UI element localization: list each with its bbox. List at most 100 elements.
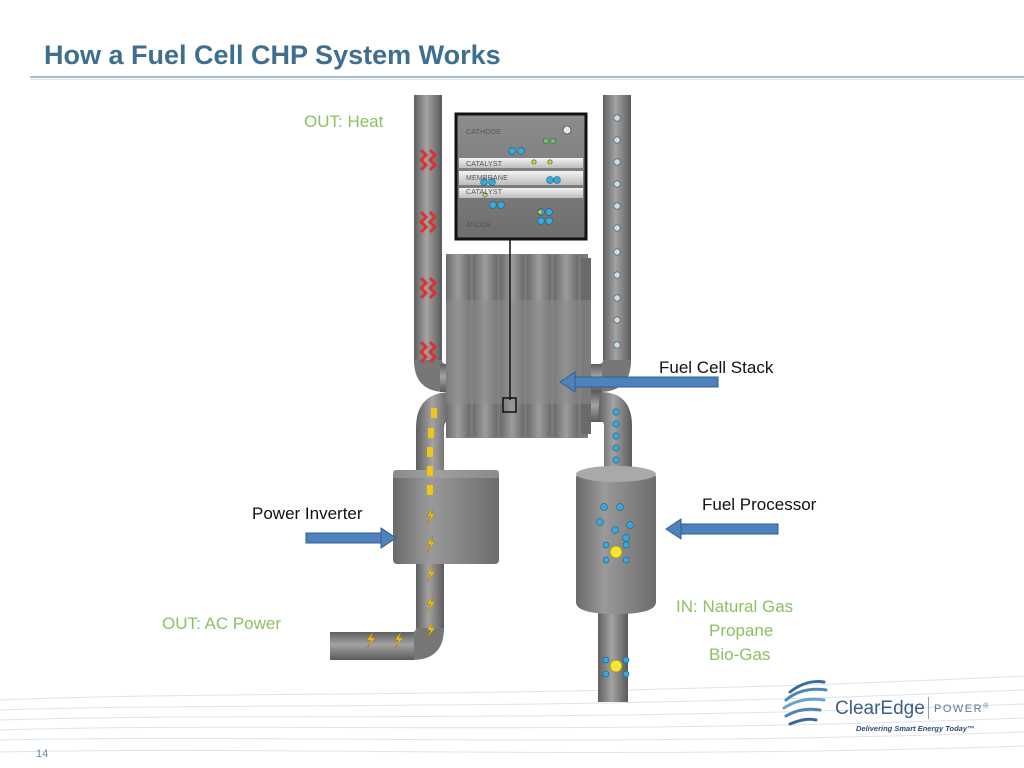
power-bolt	[366, 631, 376, 649]
heat-pipe	[414, 95, 452, 392]
power-bolts	[366, 408, 437, 649]
anode-label: ANODE	[466, 222, 492, 229]
molecule-dot	[613, 114, 621, 122]
heat-symbol	[418, 276, 438, 300]
molecule-dot	[612, 408, 620, 416]
molecule-dot	[613, 180, 621, 188]
clearedge-logo-icon	[782, 680, 828, 726]
molecule-dot	[489, 201, 497, 209]
molecule-dot	[537, 209, 543, 215]
molecule-dot	[537, 217, 545, 225]
molecule-dot	[543, 138, 549, 144]
molecule-dot	[622, 534, 630, 542]
out-ac-power-label: OUT: AC Power	[162, 614, 282, 633]
molecule-dot	[596, 518, 604, 526]
molecule-dot	[546, 176, 554, 184]
molecule-dot	[602, 656, 610, 664]
logo-name: ClearEdge	[835, 698, 925, 719]
methane-molecule	[609, 545, 623, 559]
molecule-dot	[482, 192, 488, 198]
molecule-dot	[613, 316, 621, 324]
molecule-dot	[602, 541, 610, 549]
heat-symbol	[418, 210, 438, 234]
arrow-power-inverter	[305, 527, 397, 549]
logo-separator	[928, 697, 929, 719]
power-bolt	[394, 631, 404, 649]
logo-power-text: POWER	[934, 703, 984, 715]
power-inverter-label: Power Inverter	[252, 504, 363, 523]
background-waves	[0, 675, 1024, 753]
power-bolt	[426, 507, 436, 525]
molecule-dot	[508, 147, 516, 155]
molecule-dot	[497, 201, 505, 209]
arrow-fuel-processor	[665, 518, 779, 540]
molecule-dot	[545, 208, 553, 216]
fuel-processor-cylinder	[576, 466, 656, 614]
molecule-dot	[531, 159, 537, 165]
power-dash	[427, 485, 433, 495]
molecule-dot	[550, 138, 556, 144]
molecule-dot	[553, 176, 561, 184]
page-number: 14	[36, 748, 49, 760]
molecule-dot	[612, 444, 620, 452]
molecule-dot	[612, 456, 620, 464]
slide-title: How a Fuel Cell CHP System Works	[44, 40, 501, 70]
molecule-dot	[613, 136, 621, 144]
molecule-dot	[517, 147, 525, 155]
out-heat-label: OUT: Heat	[304, 112, 384, 131]
molecule-dot	[622, 556, 630, 564]
molecule-dot	[613, 248, 621, 256]
cathode-label: CATHODE	[466, 129, 502, 136]
title-divider	[30, 76, 1024, 78]
molecule-dot	[622, 541, 630, 549]
in-biogas-label: Bio-Gas	[709, 645, 771, 664]
logo-power: POWER®	[934, 703, 990, 715]
fuel-cell-stack-label: Fuel Cell Stack	[659, 358, 774, 377]
molecule-dot	[545, 217, 553, 225]
in-natural-gas-label: IN: Natural Gas	[676, 597, 794, 616]
power-bolt	[426, 565, 436, 583]
power-bolt	[426, 621, 436, 639]
power-bolt	[426, 595, 436, 613]
power-dash	[431, 408, 437, 418]
power-inverter-box	[393, 470, 499, 564]
molecule-dot	[622, 656, 630, 664]
fuel-pipe-upper	[588, 95, 631, 392]
molecule-dot	[480, 178, 488, 186]
catalyst-bottom-label: CATALYST	[466, 189, 503, 196]
molecules	[480, 114, 634, 678]
molecule-dot	[613, 224, 621, 232]
power-bolt	[426, 535, 436, 553]
logo-registered-mark: ®	[983, 703, 990, 710]
heat-symbol	[418, 148, 438, 172]
molecule-dot	[613, 271, 621, 279]
fuel-pipe-lower	[583, 392, 632, 702]
membrane-label: MEMBRANE	[466, 175, 509, 182]
molecule-dot	[611, 526, 619, 534]
molecule-dot	[600, 503, 608, 511]
oxygen-molecule	[562, 125, 572, 135]
power-dash	[427, 447, 433, 457]
molecule-dot	[547, 159, 553, 165]
molecule-dot	[626, 521, 634, 529]
power-dash	[428, 428, 434, 438]
molecule-dot	[613, 202, 621, 210]
molecule-dot	[622, 670, 630, 678]
catalyst-top-label: CATALYST	[466, 161, 503, 168]
molecule-dot	[613, 341, 621, 349]
heat-symbol	[418, 340, 438, 364]
molecule-dot	[616, 503, 624, 511]
molecule-dot	[612, 420, 620, 428]
title-divider-light	[30, 79, 1024, 80]
logo-tagline: Delivering Smart Energy Today™	[856, 724, 975, 733]
molecule-dot	[602, 670, 610, 678]
molecule-dot	[613, 158, 621, 166]
molecule-dot	[602, 556, 610, 564]
power-dash	[427, 466, 433, 476]
methane-molecule	[609, 659, 623, 673]
molecule-dot	[612, 432, 620, 440]
heat-symbols	[418, 148, 438, 364]
molecule-dot	[613, 294, 621, 302]
fuel-cell-stack	[446, 238, 591, 438]
